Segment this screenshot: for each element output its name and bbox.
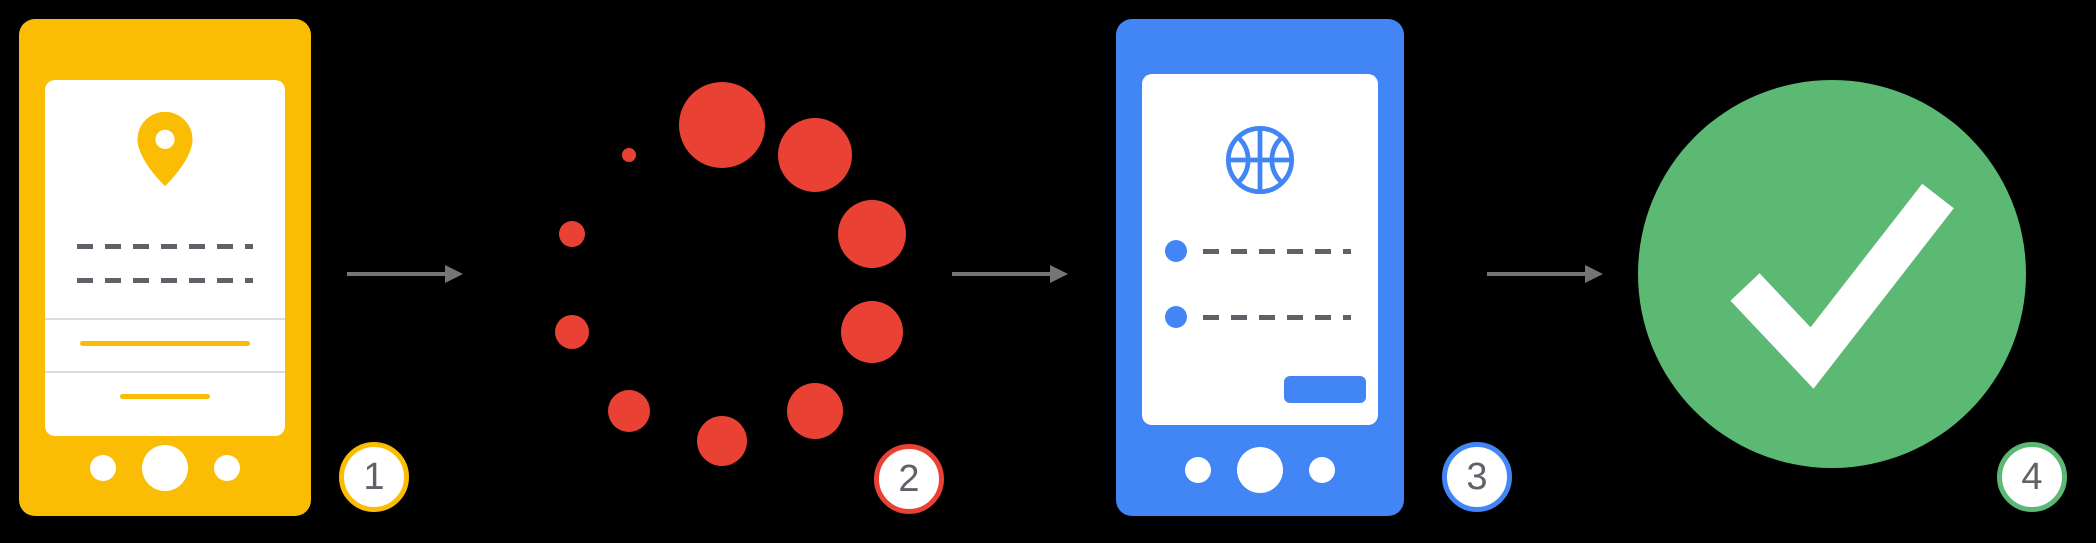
checkmark-icon xyxy=(1730,183,1954,389)
divider xyxy=(45,371,285,373)
phone-nav-bar xyxy=(1116,447,1404,493)
action-line-long xyxy=(80,341,250,346)
phone-screen xyxy=(1142,74,1378,425)
action-line-short xyxy=(120,394,210,399)
dashed-placeholder-line xyxy=(1203,315,1351,320)
flow-arrow-2 xyxy=(952,265,1068,283)
phone-screen xyxy=(45,80,285,436)
step-number: 2 xyxy=(898,457,920,500)
nav-dot xyxy=(1309,457,1335,483)
phone-mockup-yellow xyxy=(19,19,311,516)
step-number: 3 xyxy=(1466,455,1488,498)
step-number: 1 xyxy=(363,455,385,498)
nav-dot xyxy=(90,455,116,481)
nav-dot-home xyxy=(1237,447,1283,493)
form-bullet xyxy=(1165,306,1187,328)
map-pin-icon xyxy=(137,111,193,187)
step-badge-2: 2 xyxy=(874,444,944,514)
phone-mockup-blue xyxy=(1116,19,1404,516)
success-circle xyxy=(1638,80,2026,468)
dashed-placeholder-line xyxy=(77,278,253,283)
mock-submit-button xyxy=(1284,376,1366,403)
dashed-placeholder-line xyxy=(77,244,253,249)
loading-spinner-icon xyxy=(555,82,906,466)
flow-arrow-3 xyxy=(1487,265,1603,283)
nav-dot xyxy=(214,455,240,481)
step-badge-1: 1 xyxy=(339,442,409,512)
nav-dot-home xyxy=(142,445,188,491)
step-badge-4: 4 xyxy=(1997,442,2067,512)
step-number: 4 xyxy=(2021,455,2043,498)
form-bullet xyxy=(1165,240,1187,262)
dashed-placeholder-line xyxy=(1203,249,1351,254)
phone-nav-bar xyxy=(19,445,311,491)
divider xyxy=(45,318,285,320)
nav-dot xyxy=(1185,457,1211,483)
step-badge-3: 3 xyxy=(1442,442,1512,512)
basketball-icon xyxy=(1225,125,1295,195)
flow-arrow-1 xyxy=(347,265,463,283)
